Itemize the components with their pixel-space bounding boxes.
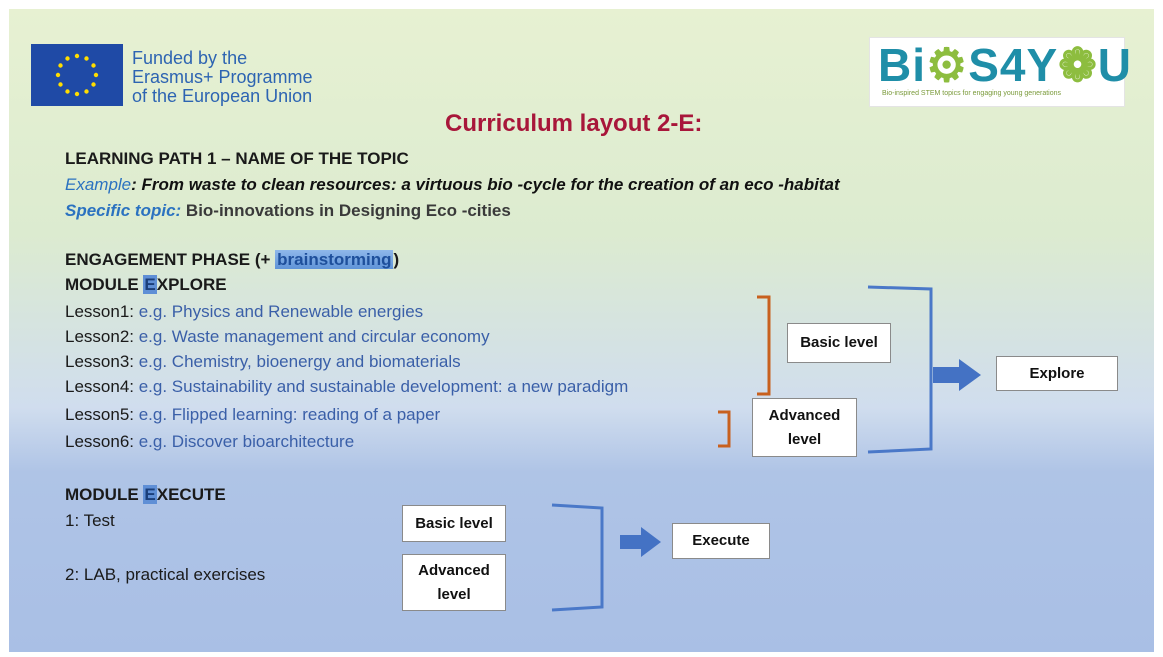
lesson-row: Lesson4: e.g. Sustainability and sustain… (65, 377, 628, 397)
funding-line: Funded by the (132, 48, 248, 68)
module-rest: XPLORE (156, 275, 227, 294)
funding-line: Erasmus+ Programme (132, 67, 313, 87)
explore-arrow (933, 359, 981, 391)
eu-stars-icon (31, 44, 123, 106)
explore-basic-level-box: Basic level (787, 323, 891, 363)
module-letter-highlight: E (143, 485, 157, 504)
lesson-row: Lesson5: e.g. Flipped learning: reading … (65, 405, 440, 425)
execute-arrow (620, 527, 661, 557)
lesson-label: Lesson2: (65, 327, 134, 346)
execute-advanced-level-box: Advanced level (402, 554, 506, 611)
box-label: Basic level (415, 514, 493, 532)
lesson-label: Lesson1: (65, 302, 134, 321)
flower-icon: ❁ (1058, 39, 1098, 91)
gear-icon: ⚙ (926, 39, 969, 91)
box-label: Explore (1029, 364, 1085, 382)
lesson-row: Lesson2: e.g. Waste management and circu… (65, 327, 490, 347)
logo-tagline: Bio-inspired STEM topics for engaging yo… (882, 90, 1061, 97)
lesson-text: e.g. Discover bioarchitecture (134, 432, 355, 451)
module-prefix: MODULE (65, 275, 144, 294)
logo-text-part: U (1097, 39, 1132, 91)
lesson-label: Lesson5: (65, 405, 134, 424)
lesson-row: Lesson3: e.g. Chemistry, bioenergy and b… (65, 352, 461, 372)
lesson-label: Lesson3: (65, 352, 134, 371)
module-rest: XECUTE (156, 485, 226, 504)
example-label: Example (65, 175, 132, 194)
box-label: Advanced (418, 561, 490, 579)
lesson-row: Lesson1: e.g. Physics and Renewable ener… (65, 302, 423, 322)
module-prefix: MODULE (65, 485, 144, 504)
module-letter-highlight: E (143, 275, 157, 294)
learning-path-heading: LEARNING PATH 1 – NAME OF THE TOPIC (65, 149, 409, 168)
specific-topic-line: Specific topic: Bio-innovations in Desig… (65, 201, 511, 221)
specific-topic-text: Bio-innovations in Designing Eco -cities (181, 201, 511, 220)
explore-bracket-blue (867, 285, 933, 454)
logo-text-part: Bi (878, 39, 926, 91)
execute-item: 2: LAB, practical exercises (65, 565, 266, 584)
eu-flag-logo (31, 44, 123, 106)
diagram-connectors (551, 285, 981, 612)
box-label: level (437, 585, 471, 603)
lesson-text: e.g. Sustainability and sustainable deve… (134, 377, 629, 396)
brainstorming-highlight: brainstorming (275, 250, 394, 269)
logo-text-part: S4Y (968, 39, 1059, 91)
engagement-suffix: ) (393, 250, 400, 269)
lesson-text: e.g. Waste management and circular econo… (134, 327, 490, 346)
example-line: Example: From waste to clean resources: … (65, 175, 840, 195)
lesson-text: e.g. Chemistry, bioenergy and biomateria… (134, 352, 461, 371)
lesson-label: Lesson4: (65, 377, 134, 396)
module-execute-heading: MODULE EXECUTE (65, 485, 226, 505)
execute-bracket-blue (551, 503, 604, 612)
module-explore-heading: MODULE EXPLORE (65, 275, 227, 295)
execute-basic-level-box: Basic level (402, 505, 506, 542)
lesson-text: e.g. Flipped learning: reading of a pape… (134, 405, 441, 424)
basic-bracket-orange (757, 295, 771, 396)
page-title: Curriculum layout 2-E: (445, 110, 703, 137)
engagement-phase: ENGAGEMENT PHASE (+ brainstorming) (65, 250, 399, 270)
advanced-bracket-orange (718, 410, 731, 448)
explore-result-box: Explore (996, 356, 1118, 391)
lesson-label: Lesson6: (65, 432, 134, 451)
box-label: Execute (692, 532, 750, 549)
bios4you-logo: Bi⚙S4Y❁U Bio-inspired STEM topics for en… (869, 37, 1131, 107)
execute-result-box: Execute (672, 523, 770, 559)
box-label: Advanced (768, 406, 841, 424)
box-label: Basic level (800, 334, 878, 351)
slide: Funded by the Erasmus+ Programme of the … (9, 9, 1154, 652)
lesson-row: Lesson6: e.g. Discover bioarchitecture (65, 432, 354, 452)
example-text: : From waste to clean resources: a virtu… (131, 175, 840, 194)
explore-advanced-level-box: Advanced level (752, 398, 857, 457)
execute-item: 1: Test (65, 511, 115, 530)
logo-wordmark: Bi⚙S4Y❁U (878, 42, 1132, 88)
funding-line: of the European Union (132, 86, 313, 106)
engagement-prefix: ENGAGEMENT PHASE (+ (65, 250, 276, 269)
lesson-text: e.g. Physics and Renewable energies (134, 302, 424, 321)
box-label: level (787, 430, 822, 448)
specific-topic-label: Specific topic: (65, 201, 182, 220)
funding-statement: Funded by the Erasmus+ Programme of the … (132, 49, 313, 106)
